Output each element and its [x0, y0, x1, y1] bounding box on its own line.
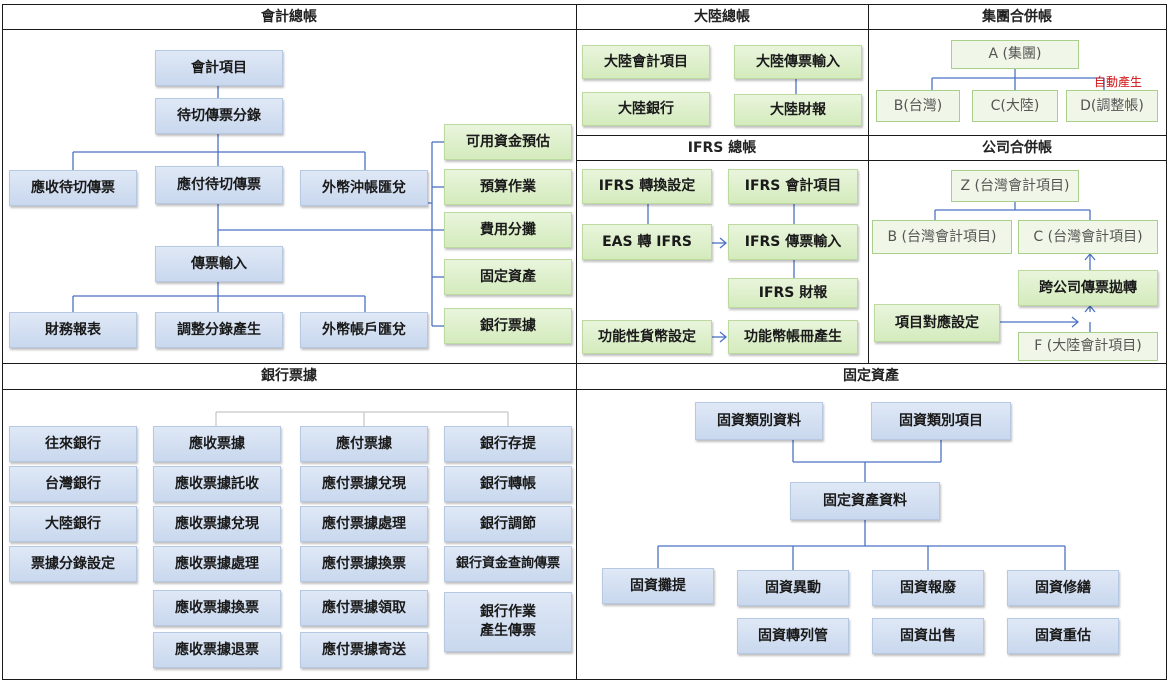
node-notes-col3-1[interactable]: 應付票據兌現 [300, 466, 428, 502]
bank-voucher-line2: 產生傳票 [480, 623, 536, 639]
node-company-c[interactable]: C (台灣會計項目) [1018, 220, 1158, 254]
node-mainland-voucher[interactable]: 大陸傳票輸入 [734, 45, 862, 79]
node-notes-col1-2[interactable]: 大陸銀行 [9, 506, 137, 542]
node-fixed-assets-link[interactable]: 固定資產 [444, 259, 572, 295]
node-notes-col4-2[interactable]: 銀行調節 [444, 506, 572, 542]
node-notes-col3-4[interactable]: 應付票據領取 [300, 590, 428, 626]
node-ifrs-items[interactable]: IFRS 會計項目 [728, 169, 858, 204]
divider-middle [2, 363, 1166, 364]
node-notes-col3-5[interactable]: 應付票據寄送 [300, 632, 428, 668]
panel-title-assets: 固定資產 [577, 364, 1165, 388]
node-funds-forecast[interactable]: 可用資金預估 [444, 124, 572, 160]
node-notes-col3-2[interactable]: 應付票據處理 [300, 506, 428, 542]
node-ap-pending[interactable]: 應付待切傳票 [155, 166, 283, 204]
node-company-b[interactable]: B (台灣會計項目) [872, 220, 1012, 254]
divider-right-upper [576, 135, 1166, 136]
node-fx-offset[interactable]: 外幣沖帳匯兌 [300, 170, 428, 206]
node-bank-notes-link[interactable]: 銀行票據 [444, 308, 572, 344]
node-accounting-items[interactable]: 會計項目 [155, 50, 283, 86]
node-group-a[interactable]: A (集團) [951, 40, 1079, 69]
panel-title-group: 集團合併帳 [869, 5, 1165, 29]
node-budget[interactable]: 預算作業 [444, 169, 572, 205]
panel-title-company: 公司合併帳 [869, 136, 1165, 160]
node-notes-col1-0[interactable]: 往來銀行 [9, 426, 137, 462]
node-mainland-items[interactable]: 大陸會計項目 [582, 45, 710, 79]
bank-voucher-line1: 銀行作業 [480, 604, 536, 621]
node-notes-col1-1[interactable]: 台灣銀行 [9, 466, 137, 502]
panel-title-notes: 銀行票據 [3, 364, 575, 388]
node-mainland-report[interactable]: 大陸財報 [734, 94, 862, 126]
node-fx-account[interactable]: 外幣帳戶匯兌 [300, 312, 428, 348]
node-eas-to-ifrs[interactable]: EAS 轉 IFRS [582, 224, 712, 260]
node-group-d[interactable]: D(調整帳) [1066, 90, 1158, 122]
node-financial-report[interactable]: 財務報表 [9, 312, 137, 348]
auto-generated-note: 自動產生 [1094, 75, 1143, 89]
node-functional-currency[interactable]: 功能性貨幣設定 [582, 320, 712, 354]
node-ifrs-report[interactable]: IFRS 財報 [728, 278, 858, 308]
divider-title-top [2, 29, 1166, 30]
node-notes-col3-3[interactable]: 應付票據換票 [300, 546, 428, 582]
node-mainland-bank[interactable]: 大陸銀行 [582, 92, 710, 126]
divider-right-upper-title [576, 160, 1166, 161]
node-cost-allocation[interactable]: 費用分攤 [444, 212, 572, 248]
node-asset-scrap[interactable]: 固資報廢 [872, 570, 984, 606]
node-company-f[interactable]: F (大陸會計項目) [1018, 332, 1158, 361]
node-notes-col1-3[interactable]: 票據分錄設定 [9, 546, 137, 582]
node-notes-col3-0[interactable]: 應付票據 [300, 426, 428, 462]
node-asset-data[interactable]: 固定資產資料 [790, 482, 940, 520]
frame-bottom [2, 679, 1166, 680]
node-notes-bank-voucher[interactable]: 銀行作業 產生傳票 [444, 592, 572, 652]
node-notes-col2-0[interactable]: 應收票據 [153, 426, 281, 462]
frame-left [2, 4, 3, 680]
node-asset-revalue[interactable]: 固資重估 [1007, 618, 1119, 654]
node-notes-col2-4[interactable]: 應收票據換票 [153, 590, 281, 626]
frame-right [1166, 4, 1167, 680]
node-notes-col2-2[interactable]: 應收票據兌現 [153, 506, 281, 542]
node-notes-col4-1[interactable]: 銀行轉帳 [444, 466, 572, 502]
node-intercompany-transfer[interactable]: 跨公司傳票拋轉 [1018, 270, 1158, 306]
node-notes-col4-0[interactable]: 銀行存提 [444, 426, 572, 462]
node-asset-repair[interactable]: 固資修繕 [1007, 570, 1119, 606]
node-asset-category-items[interactable]: 固資類別項目 [871, 402, 1011, 440]
node-asset-change[interactable]: 固資異動 [737, 570, 849, 606]
divider-vertical-main [576, 4, 577, 680]
node-ar-pending[interactable]: 應收待切傳票 [9, 170, 137, 206]
divider-title-bottom [2, 389, 1166, 390]
node-group-b[interactable]: B(台灣) [876, 90, 960, 122]
node-ifrs-voucher[interactable]: IFRS 傳票輸入 [728, 224, 858, 260]
node-functional-book[interactable]: 功能幣帳冊產生 [728, 320, 858, 354]
frame-top [2, 4, 1166, 5]
node-notes-col2-5[interactable]: 應收票據退票 [153, 632, 281, 668]
node-group-c[interactable]: C(大陸) [972, 90, 1058, 122]
node-asset-depreciation[interactable]: 固資攤提 [602, 568, 714, 604]
node-asset-category-data[interactable]: 固資類別資料 [695, 402, 823, 440]
node-item-mapping[interactable]: 項目對應設定 [874, 304, 1000, 342]
node-notes-col4-3[interactable]: 銀行資金查詢傳票 [444, 546, 572, 582]
node-pending-entries[interactable]: 待切傳票分錄 [155, 98, 283, 134]
panel-title-accounting: 會計總帳 [3, 5, 575, 29]
node-asset-transfer[interactable]: 固資轉列管 [737, 618, 849, 654]
node-asset-sale[interactable]: 固資出售 [872, 618, 984, 654]
node-notes-col2-3[interactable]: 應收票據處理 [153, 546, 281, 582]
panel-title-mainland: 大陸總帳 [577, 5, 867, 29]
panel-title-ifrs: IFRS 總帳 [577, 136, 867, 160]
node-ifrs-conversion[interactable]: IFRS 轉換設定 [582, 169, 712, 204]
node-adjust-entries[interactable]: 調整分錄產生 [155, 312, 283, 348]
node-company-z[interactable]: Z (台灣會計項目) [951, 170, 1079, 202]
node-voucher-input[interactable]: 傳票輸入 [155, 246, 283, 282]
divider-vertical-right [868, 4, 869, 364]
node-notes-col2-1[interactable]: 應收票據託收 [153, 466, 281, 502]
